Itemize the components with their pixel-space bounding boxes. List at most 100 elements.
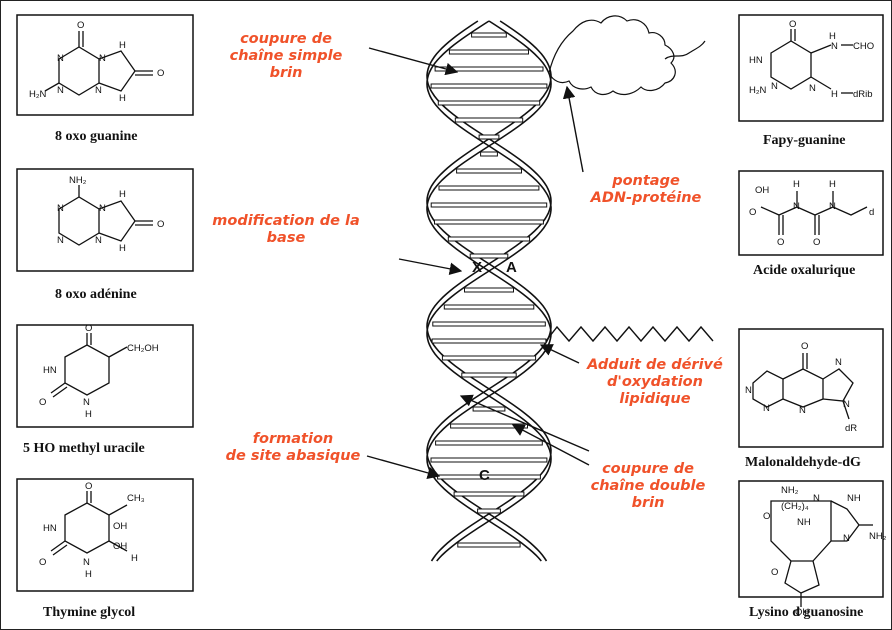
arrow-lipid-adduct xyxy=(539,344,580,364)
dna-double-helix xyxy=(426,20,552,562)
atom-label: N xyxy=(57,85,64,96)
base-pair-rung xyxy=(457,542,521,548)
base-pair-rung xyxy=(431,338,547,344)
atom-label: H xyxy=(119,93,126,104)
lipid-chain xyxy=(545,325,714,343)
arrow-base-modification xyxy=(398,258,463,276)
helix-strand-2-outer xyxy=(426,20,552,562)
annotation-base-modification: modification de la base xyxy=(212,213,360,246)
atom-label: H xyxy=(831,89,838,100)
atom-label: N xyxy=(57,203,64,214)
arrow-double-strand-break-2 xyxy=(511,424,590,466)
atom-label: O xyxy=(813,237,820,248)
atom-label: N xyxy=(829,201,836,212)
atom-label: O xyxy=(85,481,92,492)
atom-label: N xyxy=(843,533,850,544)
atom-label: O xyxy=(789,19,796,30)
caption-8-oxo-adenine: 8 oxo adénine xyxy=(55,287,137,302)
base-pair-rung xyxy=(464,287,514,293)
atom-label: O xyxy=(85,323,92,334)
base-pair-rung xyxy=(480,151,498,157)
atom-label: H xyxy=(829,179,836,190)
base-pair-rung xyxy=(430,202,548,208)
atom-label: H₂N xyxy=(29,89,47,100)
arrow-single-strand-break xyxy=(368,47,459,76)
box-8-oxo-adenine xyxy=(16,168,194,272)
atom-label: O xyxy=(157,219,164,230)
caption-lysino-d-guanosine: Lysino d guanosine xyxy=(749,605,864,620)
atom-label: CH₃ xyxy=(127,493,145,504)
base-pair-rung xyxy=(448,49,529,55)
base-pair-rung xyxy=(441,355,537,361)
base-pair-rung xyxy=(453,491,525,497)
box-malonaldehyde-dg xyxy=(738,328,884,448)
atom-label: OH xyxy=(795,607,809,618)
atom-label: N xyxy=(83,397,90,408)
atom-label: N xyxy=(57,235,64,246)
arrow-abasic-site xyxy=(366,455,441,480)
annotation-single-strand-break: coupure de chaîne simple brin xyxy=(229,31,343,81)
atom-label: (CH₂)₄ xyxy=(781,501,809,512)
atom-label: N xyxy=(843,399,850,410)
atom-label: N xyxy=(745,385,752,396)
atom-label: N xyxy=(771,81,778,92)
annotation-dna-protein-crosslink: pontage ADN-protéine xyxy=(590,173,702,206)
atom-label: O xyxy=(801,341,808,352)
caption-8-oxo-guanine: 8 oxo guanine xyxy=(55,129,138,144)
atom-label: O xyxy=(771,567,778,578)
base-pair-rung xyxy=(471,32,507,38)
atom-label: OH xyxy=(755,185,769,196)
atom-label: d xyxy=(869,207,874,218)
base-pair-rung xyxy=(430,457,548,463)
base-label-a: A xyxy=(506,259,517,276)
atom-label: N xyxy=(99,203,106,214)
atom-label: HN xyxy=(749,55,763,66)
atom-label: H xyxy=(119,40,126,51)
atom-label: N xyxy=(799,405,806,416)
base-pair-rung xyxy=(435,440,543,446)
atom-label: NH₂ xyxy=(869,531,887,542)
caption-fapy-guanine: Fapy-guanine xyxy=(763,133,846,148)
atom-label: N xyxy=(83,557,90,568)
box-thymine-glycol xyxy=(16,478,194,592)
atom-label: H xyxy=(829,31,836,42)
base-pair-rung xyxy=(434,66,544,72)
atom-label: HN xyxy=(43,523,57,534)
base-pair-rung xyxy=(438,185,540,191)
arrow-dna-protein xyxy=(562,85,584,173)
atom-label: N xyxy=(793,201,800,212)
base-pair-rung xyxy=(450,423,529,429)
atom-label: N xyxy=(809,83,816,94)
atom-label: H xyxy=(131,553,138,564)
annotation-abasic-site: formation de site abasique xyxy=(225,431,361,464)
box-lysino-d-guanosine xyxy=(738,480,884,598)
base-pair-rung xyxy=(430,83,548,89)
base-pair-rung xyxy=(469,253,509,259)
base-pair-rung xyxy=(454,117,524,123)
arrows xyxy=(366,47,590,480)
atom-label: N xyxy=(835,357,842,368)
caption-5-ho-methyl-uracile: 5 HO methyl uracile xyxy=(23,441,145,456)
base-pair-rung xyxy=(447,236,531,242)
atom-label: O xyxy=(39,397,46,408)
atom-label: H₂N xyxy=(749,85,767,96)
caption-acide-oxalurique: Acide oxalurique xyxy=(753,263,856,278)
base-pair-rung xyxy=(443,304,535,310)
base-pair-rung xyxy=(477,508,501,514)
atom-label: OH xyxy=(113,521,127,532)
atom-label: H xyxy=(119,243,126,254)
annotation-lipid-adduct: Adduit de dérivé d'oxydation lipidique xyxy=(587,357,723,407)
atom-label: N xyxy=(95,235,102,246)
atom-label: N xyxy=(95,85,102,96)
atom-label: N xyxy=(813,493,820,504)
atom-label: NH xyxy=(797,517,811,528)
atom-label: N xyxy=(99,53,106,64)
caption-malonaldehyde-dg: Malonaldehyde-dG xyxy=(745,455,861,470)
atom-label: dRib xyxy=(853,89,873,100)
arrow-double-strand-break-1 xyxy=(459,394,590,452)
base-label-x: X xyxy=(472,259,483,276)
atom-label: H xyxy=(793,179,800,190)
